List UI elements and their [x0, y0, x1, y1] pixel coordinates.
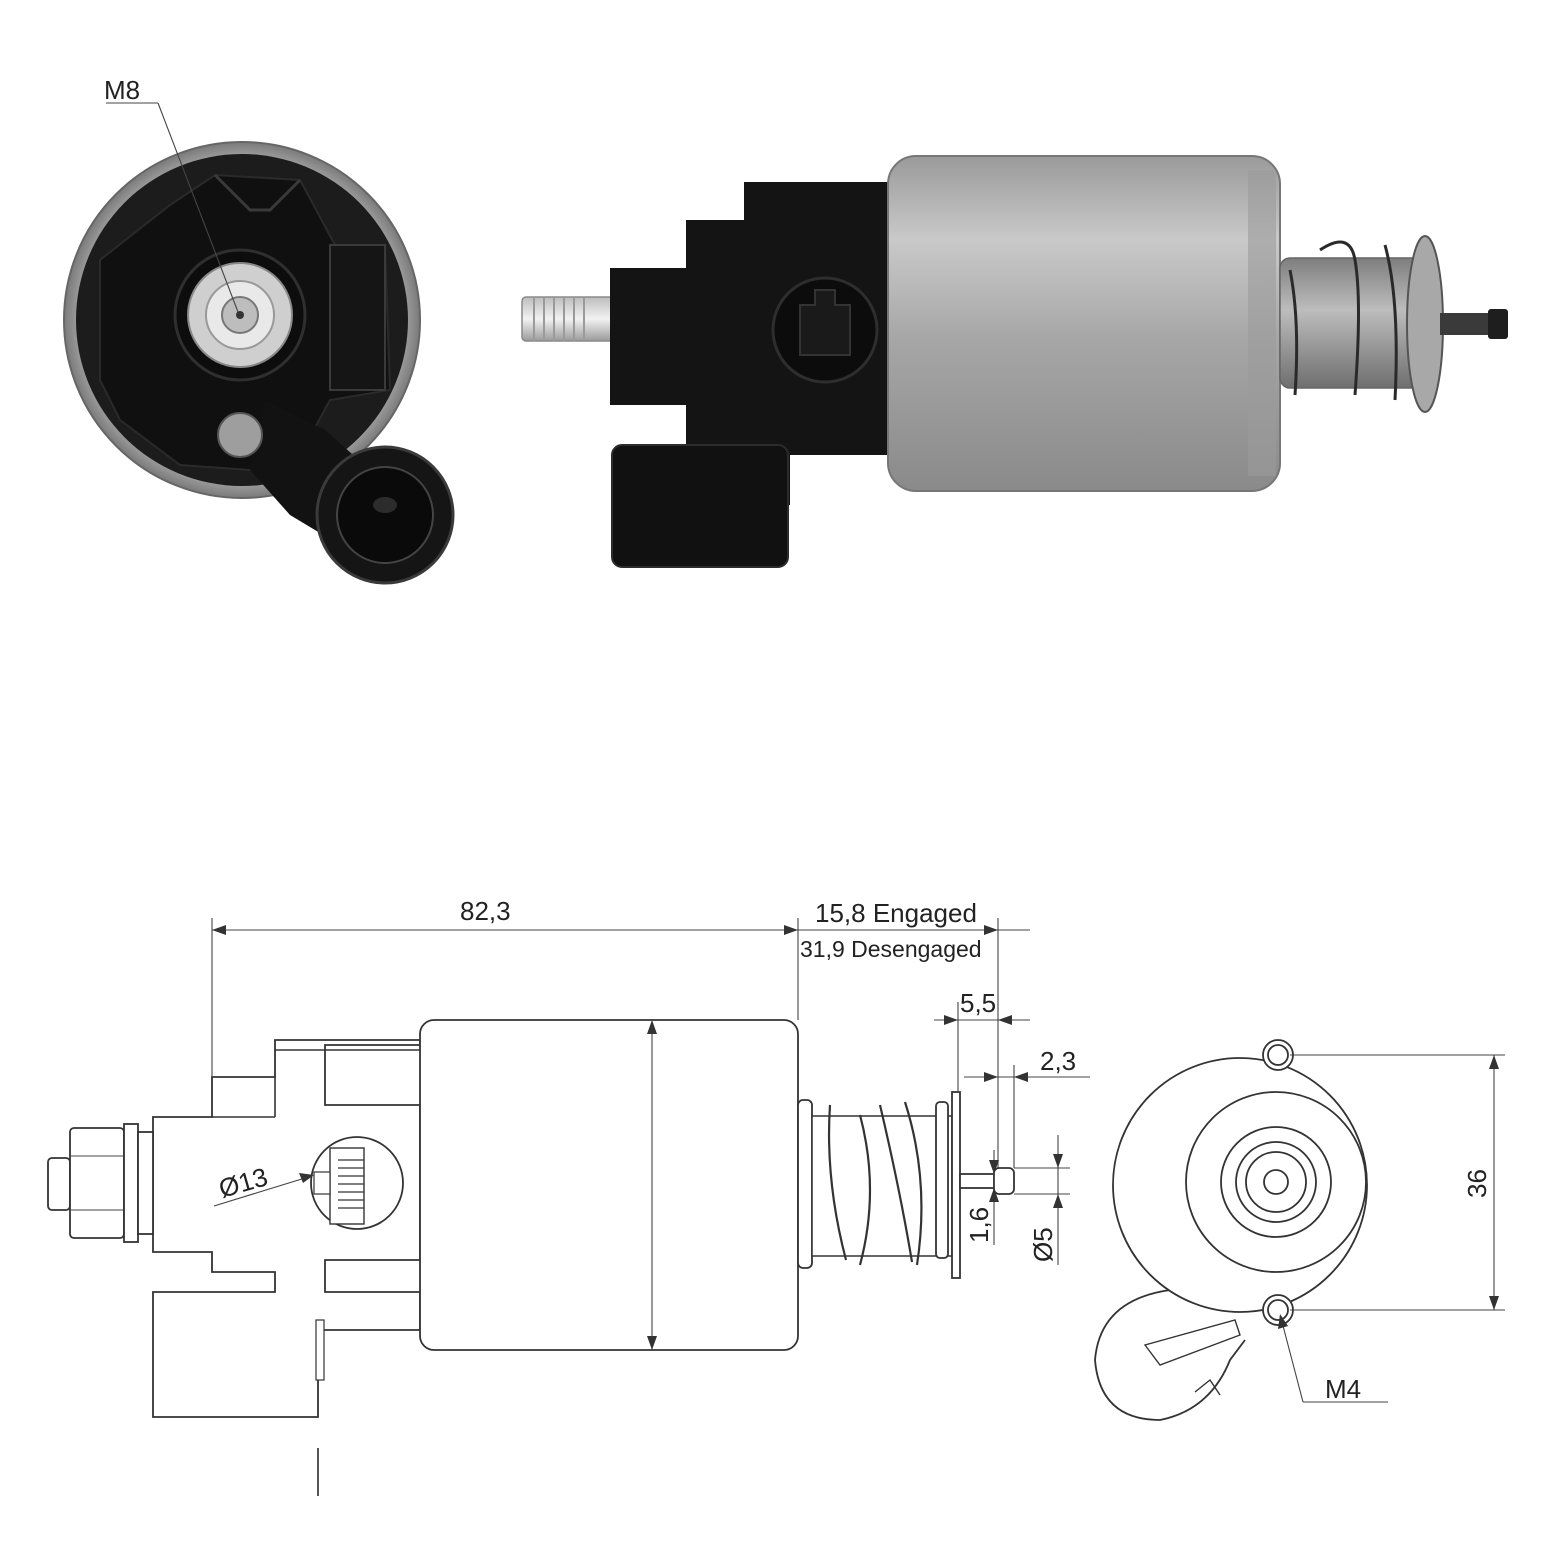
mount-hole-top — [1262, 1039, 1294, 1071]
dim-label-2-3: 2,3 — [1040, 1046, 1076, 1076]
black-cap-housing — [610, 182, 900, 568]
dim-label-m4: M4 — [1325, 1374, 1361, 1404]
dim-label-5-5: 5,5 — [960, 988, 996, 1018]
dim-plunger-diameter: Ø5 — [1014, 1135, 1070, 1265]
dim-label-desengaged: 31,9 Desengaged — [800, 936, 982, 962]
thread-label-m8: M8 — [104, 75, 140, 105]
plunger-outline — [797, 1091, 1015, 1279]
solenoid-can — [887, 155, 1281, 492]
drawing-end-view: 36 M4 — [1094, 1039, 1505, 1421]
dim-mount-thread: M4 — [1278, 1314, 1388, 1404]
mount-hole-bottom — [1262, 1294, 1294, 1326]
can-outline — [419, 1019, 799, 1351]
threaded-stud — [521, 296, 615, 342]
dim-label-o5: Ø5 — [1028, 1227, 1058, 1262]
dim-label-engaged: 15,8 Engaged — [815, 898, 977, 928]
terminal-stud-end — [173, 248, 307, 382]
dim-label-82-3: 82,3 — [460, 896, 511, 926]
connector-plug — [217, 400, 455, 585]
dim-hole-spacing: 36 — [1290, 1054, 1505, 1311]
dim-step: 1,6 — [964, 1150, 999, 1245]
connector-window — [310, 1136, 404, 1230]
dim-tip: 2,3 — [964, 1046, 1090, 1168]
drawing-side-view: 82,3 15,8 Engaged 31,9 Desengaged 5,5 2,… — [47, 896, 1090, 1418]
photo-side-view — [521, 155, 1508, 568]
photo-end-view: M8 — [63, 75, 455, 585]
terminal-nut — [47, 1123, 154, 1243]
dim-flange: 5,5 — [934, 988, 1030, 1092]
plunger-assembly — [1279, 235, 1508, 413]
dim-overall-length: 82,3 — [211, 896, 799, 1077]
cap-outline — [152, 1039, 421, 1418]
dim-stroke: 15,8 Engaged 31,9 Desengaged — [798, 898, 1030, 1168]
dim-label-1-6: 1,6 — [964, 1207, 994, 1243]
dim-label-36: 36 — [1462, 1169, 1492, 1198]
